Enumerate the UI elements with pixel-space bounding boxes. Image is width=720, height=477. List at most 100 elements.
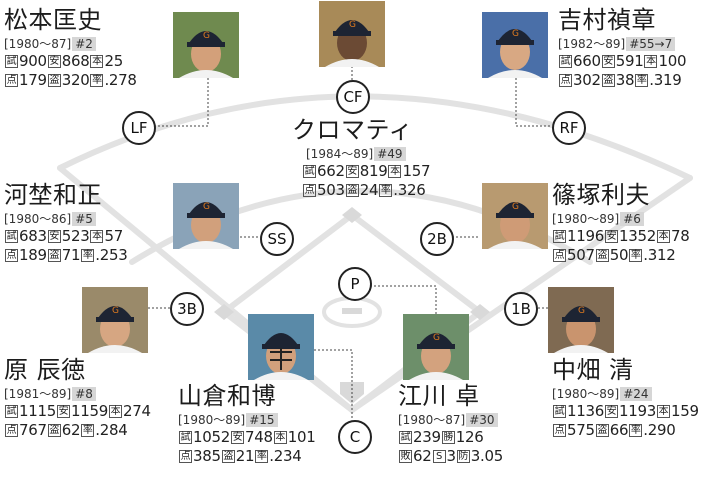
stat-label-games: 試 (399, 431, 412, 444)
player-years: [1982～89] (558, 37, 626, 51)
stat-hits: 591 (615, 52, 644, 70)
stat-label-saves: S (432, 450, 446, 463)
stat-label-rbi: 点 (5, 249, 18, 262)
stat-average: .278 (104, 71, 137, 89)
stat-label-rbi: 点 (553, 249, 566, 262)
stat-hits: 1193 (618, 402, 656, 420)
connector-rf (515, 78, 552, 127)
stat-label-hits: 安 (604, 405, 618, 418)
stat-steals: 320 (61, 71, 90, 89)
player-name: 河埜和正 (4, 181, 102, 209)
stat-saves: 3 (446, 447, 457, 465)
stat-label-rbi: 点 (179, 450, 192, 463)
stat-hits: 868 (61, 52, 90, 70)
stat-steals: 62 (61, 421, 81, 439)
stat-label-steals: 盗 (595, 424, 609, 437)
position-marker-rf: RF (552, 111, 586, 145)
stat-average: .312 (643, 246, 676, 264)
svg-text:G: G (578, 306, 585, 316)
stat-label-games: 試 (5, 55, 18, 68)
player-photo-yoshimura: G (482, 12, 548, 78)
position-marker-c: C (338, 420, 372, 454)
stat-games: 1136 (567, 402, 604, 420)
stat-label-homeruns: 本 (644, 55, 658, 68)
stat-average: .319 (649, 71, 682, 89)
second-base (342, 207, 362, 223)
stat-steals: 24 (359, 181, 379, 199)
stat-hits: 1352 (618, 227, 656, 245)
uniform-number: #2 (72, 37, 96, 51)
stat-steals: 71 (61, 246, 81, 264)
stat-label-average: 率 (629, 249, 643, 262)
stat-rbi: 385 (193, 447, 221, 465)
stat-label-average: 率 (379, 184, 393, 197)
stat-label-average: 率 (629, 424, 643, 437)
position-marker-2b: 2B (420, 222, 454, 256)
uniform-number: #30 (466, 413, 498, 427)
stat-losses: 62 (413, 447, 432, 465)
stat-games: 1052 (193, 428, 230, 446)
stat-homeruns: 100 (658, 52, 687, 70)
stat-rbi: 575 (567, 421, 595, 439)
position-marker-cf: CF (336, 80, 370, 114)
player-photo-matsumoto: G (173, 12, 239, 78)
svg-text:G: G (512, 202, 519, 212)
position-marker-3b: 3B (170, 292, 204, 326)
stat-label-games: 試 (553, 230, 566, 243)
uniform-number: #8 (72, 387, 96, 401)
stat-hits: 523 (61, 227, 90, 245)
stat-rbi: 189 (19, 246, 47, 264)
stat-label-hits: 安 (601, 55, 615, 68)
stat-average: .290 (643, 421, 676, 439)
stat-average: .253 (95, 246, 128, 264)
connector-p (370, 285, 437, 314)
player-name: 中畑 清 (552, 356, 634, 384)
stat-steals: 66 (609, 421, 629, 439)
stat-homeruns: 157 (402, 162, 431, 180)
stat-rbi: 507 (567, 246, 595, 264)
stat-label-hits: 安 (47, 230, 61, 243)
svg-text:G: G (349, 20, 356, 30)
stat-label-homeruns: 本 (90, 230, 104, 243)
player-years: [1984～89] (306, 147, 374, 161)
stat-label-rbi: 点 (5, 74, 18, 87)
position-marker-p: P (338, 267, 372, 301)
stat-homeruns: 101 (287, 428, 316, 446)
stat-label-homeruns: 本 (90, 55, 104, 68)
player-photo-yamakura (248, 314, 314, 380)
stat-games: 900 (19, 52, 47, 70)
player-years: [1980～86] (4, 212, 72, 226)
svg-text:G: G (433, 333, 440, 343)
stat-homeruns: 78 (670, 227, 690, 245)
stat-games: 683 (19, 227, 47, 245)
stat-label-steals: 盗 (345, 184, 359, 197)
stat-games: 1115 (19, 402, 56, 420)
stat-games: 239 (413, 428, 441, 446)
stat-label-games: 試 (5, 405, 18, 418)
stat-label-steals: 盗 (601, 74, 615, 87)
stat-label-hits: 安 (345, 165, 359, 178)
uniform-number: #24 (620, 387, 652, 401)
stat-rbi: 302 (573, 71, 601, 89)
uniform-number: #55→7 (626, 37, 676, 51)
stat-label-games: 試 (179, 431, 192, 444)
player-name: 吉村禎章 (558, 6, 656, 34)
stat-label-games: 試 (5, 230, 18, 243)
stat-average: .234 (269, 447, 302, 465)
stat-rbi: 179 (19, 71, 47, 89)
player-name: 松本匡史 (4, 6, 102, 34)
stat-label-rbi: 点 (559, 74, 572, 87)
player-years: [1980～89] (178, 413, 246, 427)
uniform-number: #6 (620, 212, 644, 226)
stat-label-homeruns: 本 (108, 405, 122, 418)
stat-label-steals: 盗 (47, 74, 61, 87)
player-name: 山倉和博 (178, 382, 276, 410)
stat-label-hits: 安 (47, 55, 61, 68)
stat-label-wins: 勝 (441, 431, 455, 444)
stat-label-games: 試 (559, 55, 572, 68)
stat-label-average: 率 (90, 74, 104, 87)
stat-label-average: 率 (81, 424, 95, 437)
stat-rbi: 767 (19, 421, 47, 439)
